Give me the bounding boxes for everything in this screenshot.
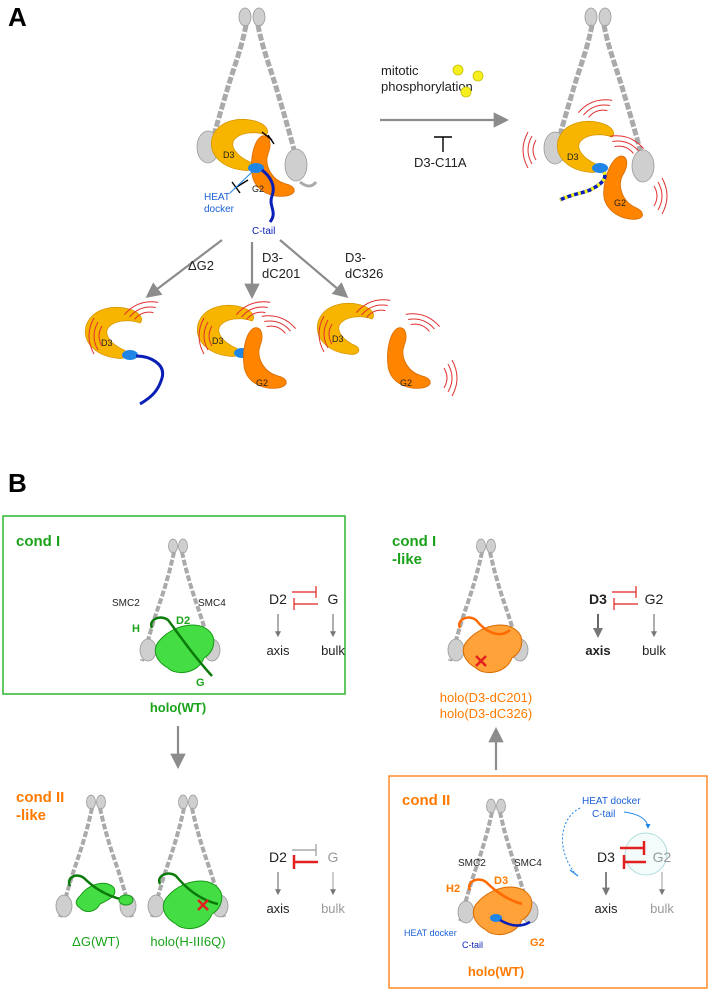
- phospho-dot: [472, 70, 484, 82]
- cond2-box: [388, 775, 708, 989]
- cond1-out-left: axis: [266, 643, 290, 658]
- cond1-scheme-left: D2: [269, 591, 287, 607]
- cond1like-scheme-right: G2: [645, 591, 664, 607]
- g2-label-phos: G2: [614, 198, 626, 208]
- cond1like-out-right: bulk: [642, 643, 666, 658]
- arrow-dg2: [145, 239, 223, 298]
- cond2-scheme-heat: HEAT docker: [582, 796, 641, 807]
- cond1like-out-left: axis: [585, 643, 610, 658]
- phospho-label-2: phosphorylation: [381, 79, 473, 94]
- product-dc201-g2: G2: [256, 378, 268, 388]
- cond2like-title-2: -like: [16, 807, 46, 824]
- cond1-g: G: [196, 677, 205, 689]
- arrow-dc326-label-2: dC326: [345, 266, 383, 281]
- cond1-kleisin-complex: [154, 624, 215, 674]
- arrow-dc326-label-1: D3-: [345, 250, 366, 265]
- cond2like-out-left: axis: [266, 901, 290, 916]
- cond2-smc4: SMC4: [514, 858, 542, 869]
- cond2-scheme-ctail: C-tail: [592, 809, 615, 820]
- cond2-scheme-circle: [624, 832, 668, 876]
- cond1-complex: holo(WT): [150, 700, 206, 715]
- product-dc326-d3: D3: [332, 334, 344, 344]
- cond2-out-right: bulk: [650, 901, 674, 916]
- cond1-h: H: [132, 623, 140, 635]
- c-tail-shape: [261, 168, 275, 223]
- cond2-complex-shape: [472, 886, 533, 936]
- phospho-label-1: mitotic: [381, 63, 419, 78]
- d3-label: D3: [223, 150, 235, 160]
- product-dc326-g2: G2: [400, 378, 412, 388]
- cond2like-dg-shape: [75, 882, 116, 912]
- product-dc201-d3: D3: [212, 336, 224, 346]
- cond2-h2: H2: [446, 883, 460, 895]
- g2-label: G2: [252, 184, 264, 194]
- phospho-dot: [460, 86, 472, 98]
- cond2-scheme-right: G2: [653, 849, 672, 865]
- cond2-title: cond II: [402, 792, 450, 809]
- heat-docker-label-2: docker: [204, 204, 235, 215]
- cond1like-title-2: -like: [392, 551, 422, 568]
- arrow-dc201-label-2: dC201: [262, 266, 300, 281]
- cond2like-scheme-right: G: [328, 849, 339, 865]
- cond2-complex: holo(WT): [468, 964, 524, 979]
- d3-label-phos: D3: [567, 152, 579, 162]
- phospho-dot: [452, 64, 464, 76]
- cond1-scheme-right: G: [328, 591, 339, 607]
- cond1like-title-1: cond I: [392, 533, 436, 550]
- cond1-d2: D2: [176, 615, 190, 627]
- cond1like-x-mark: [475, 655, 487, 667]
- cond2like-scheme-left: D2: [269, 849, 287, 865]
- cond1-title: cond I: [16, 533, 60, 550]
- cond2-g2: G2: [530, 937, 545, 949]
- cond1-smc2: SMC2: [112, 598, 140, 609]
- cond2-smc2: SMC2: [458, 858, 486, 869]
- arrow-dc201-label-1: D3-: [262, 250, 283, 265]
- cond1-box: [2, 515, 346, 695]
- cond1-smc4: SMC4: [198, 598, 226, 609]
- cond2-d3: D3: [494, 875, 508, 887]
- arrow-dc326: [279, 239, 349, 298]
- panel-a-letter: A: [8, 2, 27, 32]
- cond2-scheme-left: D3: [597, 849, 615, 865]
- cond1like-complex-shape: [462, 624, 523, 674]
- c-tail-label: C-tail: [252, 226, 275, 237]
- cond2like-out-right: bulk: [321, 901, 345, 916]
- cond1like-complex-1: holo(D3-dC201): [440, 690, 533, 705]
- heat-docker-label-1: HEAT: [204, 192, 230, 203]
- cond1like-complex-2: holo(D3-dC326): [440, 706, 533, 721]
- panel-b-letter: B: [8, 468, 27, 498]
- cond2-heat-docker: HEAT docker: [404, 928, 457, 938]
- cond1like-scheme-left: D3: [589, 591, 607, 607]
- cond2like-x-mark: [197, 899, 209, 911]
- cond2like-complex-1: ΔG(WT): [72, 934, 120, 949]
- heat-docker-shape: [248, 163, 264, 173]
- cond2like-complex-2: holo(H-III6Q): [150, 934, 225, 949]
- cond2-out-left: axis: [594, 901, 618, 916]
- cond2-c-tail: C-tail: [462, 940, 483, 950]
- inhibitor-label: D3-C11A: [414, 155, 467, 170]
- product-dg2-d3: D3: [101, 338, 113, 348]
- cond1-out-right: bulk: [321, 643, 345, 658]
- arrow-dg2-label: ΔG2: [188, 258, 214, 273]
- cond2like-title-1: cond II: [16, 789, 64, 806]
- cond2like-h-mutant-shape: [162, 880, 223, 930]
